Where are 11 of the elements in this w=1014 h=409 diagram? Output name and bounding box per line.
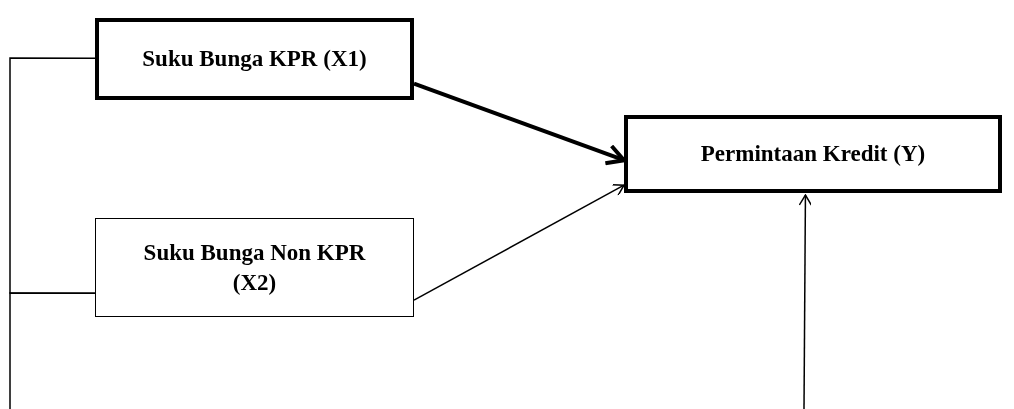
variable-label: Permintaan Kredit (Y) bbox=[700, 140, 926, 169]
connector-line bbox=[9, 57, 96, 294]
arrow bbox=[798, 194, 813, 409]
variable-label: Suku Bunga Non KPR (X2) bbox=[142, 238, 367, 297]
variable-label: Suku Bunga KPR (X1) bbox=[142, 45, 367, 74]
connector-line bbox=[9, 292, 96, 409]
arrow bbox=[413, 81, 626, 166]
variable-box bbox=[95, 218, 414, 317]
variable-box bbox=[95, 18, 414, 100]
arrow bbox=[413, 184, 625, 301]
variable-box bbox=[624, 115, 1002, 193]
